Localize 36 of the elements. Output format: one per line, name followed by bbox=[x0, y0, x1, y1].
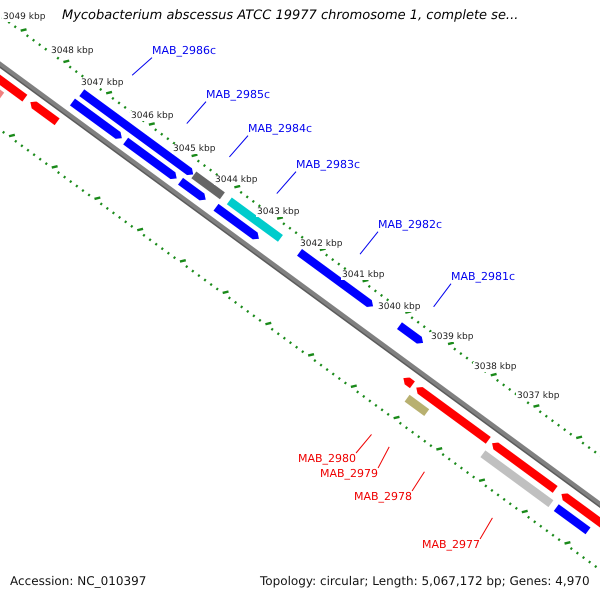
leader-line bbox=[433, 283, 452, 308]
leader-line bbox=[276, 171, 296, 194]
gene-label: MAB_2981c bbox=[451, 271, 516, 284]
map-title: Mycobacterium abscessus ATCC 19977 chromosome 1, complete se... bbox=[62, 9, 518, 24]
leader-line bbox=[480, 517, 493, 540]
scale-label: 3039 kbp bbox=[430, 332, 474, 342]
gene-label: MAB_2978 bbox=[354, 491, 412, 504]
scale-label: 3043 kbp bbox=[256, 207, 300, 218]
scale-label: 3040 kbp bbox=[377, 302, 422, 312]
scale-label: 3042 kbp bbox=[299, 239, 344, 250]
gene-label: MAB_2979 bbox=[320, 468, 378, 481]
gene-label: MAB_2985c bbox=[206, 89, 270, 102]
leader-line bbox=[378, 446, 390, 468]
scale-label: 3049 kbp bbox=[2, 12, 46, 22]
scale-label: 3038 kbp bbox=[473, 362, 518, 372]
gene-label: MAB_2983c bbox=[296, 159, 360, 172]
scale-label: 3044 kbp bbox=[214, 175, 258, 186]
leader-line bbox=[412, 471, 425, 492]
gene-label: MAB_2986c bbox=[152, 45, 216, 58]
scale-label: 3037 kbp bbox=[516, 391, 560, 402]
scale-label: 3041 kbp bbox=[341, 270, 386, 280]
leader-line bbox=[132, 57, 152, 76]
leader-line bbox=[186, 101, 206, 124]
leader-line bbox=[360, 231, 378, 255]
gene-label: MAB_2982c bbox=[378, 219, 442, 232]
scale-label: 3048 kbp bbox=[50, 46, 94, 56]
gene-label: MAB_2984c bbox=[248, 123, 312, 136]
scale-label: 3045 kbp bbox=[172, 144, 216, 154]
gene-label: MAB_2977 bbox=[422, 539, 480, 552]
scale-label: 3047 kbp bbox=[80, 78, 124, 88]
scale-label: 3046 kbp bbox=[130, 111, 174, 122]
leader-line bbox=[356, 434, 372, 454]
leader-line bbox=[228, 135, 248, 158]
gene-label: MAB_2980 bbox=[298, 453, 356, 466]
footer-text: Topology: circular; Length: 5,067,172 bp; Genes: 4,970 bbox=[260, 575, 590, 589]
footer-text: Accession: NC_010397 bbox=[10, 575, 146, 589]
